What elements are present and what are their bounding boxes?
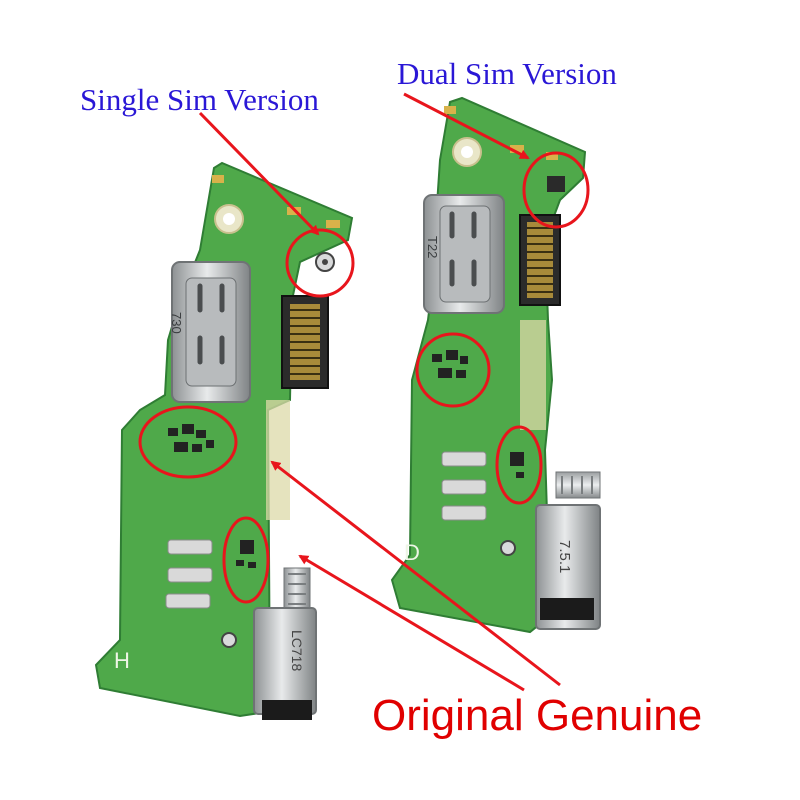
- right-usb-connector: T22: [423, 194, 505, 314]
- circle-right-top: [522, 151, 590, 229]
- right-ic-cluster: [432, 350, 468, 378]
- left-board-connector: [281, 295, 329, 389]
- original-genuine-label: Original Genuine: [372, 691, 703, 740]
- right-via-strip: [520, 320, 546, 430]
- left-ic-cluster: [168, 424, 214, 452]
- left-connector-code: 730: [169, 312, 184, 334]
- right-pcb-board: T22 D 7.5.1: [390, 96, 601, 634]
- right-connector-code: T22: [425, 236, 440, 258]
- right-small-ic: [510, 452, 524, 466]
- left-motor-text: LC718: [289, 630, 305, 671]
- left-via-strip: [266, 400, 290, 520]
- right-motor-text: 7.5.1: [556, 540, 573, 573]
- right-vibration-motor: 7.5.1: [535, 471, 601, 630]
- circle-right-small-ic: [495, 425, 543, 505]
- annotation-circles: [138, 151, 590, 604]
- right-board-connector: [519, 214, 561, 306]
- circle-right-ic: [415, 332, 491, 408]
- annotation-arrows: [198, 92, 561, 692]
- arrow-genuine-1: [270, 460, 561, 687]
- circle-left-antenna: [285, 228, 355, 298]
- single-sim-label: Single Sim Version: [80, 82, 319, 117]
- right-side-letter: D: [404, 540, 420, 565]
- right-gold-pads: [441, 451, 487, 521]
- arrow-single-sim: [198, 111, 320, 236]
- left-pcb-board: 730: [94, 161, 354, 720]
- left-gold-pads: [165, 539, 213, 609]
- circle-left-small-ic: [222, 516, 270, 604]
- arrow-genuine-2: [298, 554, 525, 692]
- right-top-chip: [547, 176, 565, 192]
- circle-left-ic: [138, 405, 238, 479]
- left-side-letter: H: [114, 648, 130, 673]
- left-usb-connector: 730: [169, 261, 251, 403]
- arrow-dual-sim: [403, 92, 530, 160]
- left-vibration-motor: LC718: [253, 567, 317, 720]
- dual-sim-label: Dual Sim Version: [397, 56, 617, 91]
- left-small-ic: [240, 540, 254, 554]
